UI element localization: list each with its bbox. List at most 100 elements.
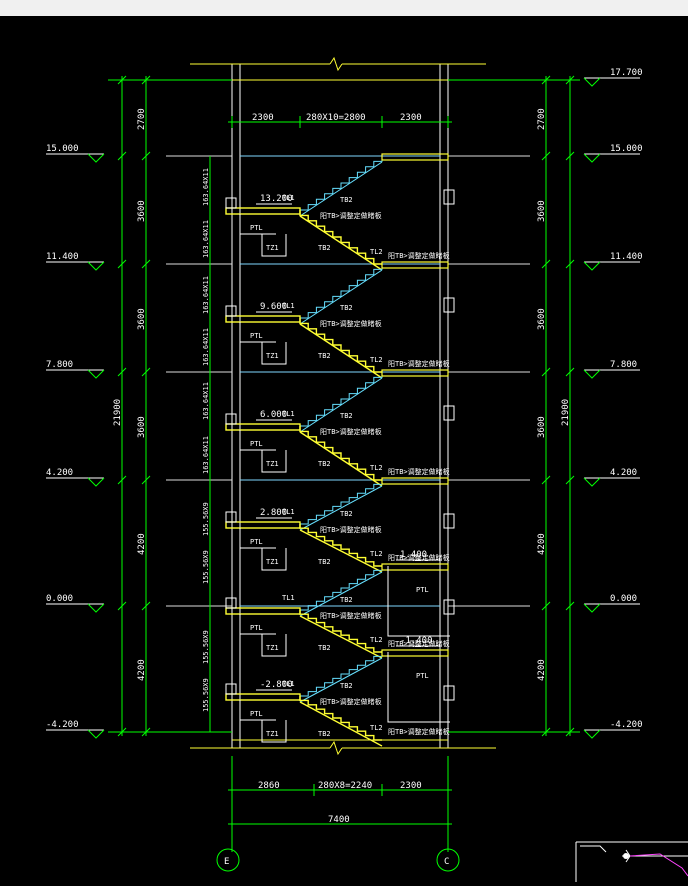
adjust-note-upper: 阳TB>调整定做睹板 <box>320 211 382 220</box>
landing-mark-3: 2.800 <box>256 508 292 519</box>
wall-hatch <box>443 405 455 421</box>
adjust-note-upper: 阳TB>调整定做睹板 <box>320 427 382 436</box>
landing-mark-0: 13.200 <box>256 194 293 205</box>
adjust-note-upper: 阳TB>调整定做睹板 <box>320 697 382 706</box>
tb-lower-label: TB2 <box>318 460 331 468</box>
adjust-note-upper: 阳TB>调整定做睹板 <box>320 319 382 328</box>
tick <box>117 475 127 485</box>
tb-lower-label: TB2 <box>318 730 331 738</box>
bottom-dim-1: 2860 <box>258 781 280 791</box>
level-right-text-2: 11.400 <box>610 252 643 262</box>
lower-run-soffit <box>299 323 383 379</box>
upper-run-steps <box>300 372 383 427</box>
level-left-text-5: -4.200 <box>46 720 79 730</box>
tb-upper-label: TB2 <box>340 412 353 420</box>
riser-note-2: 163.64X11 <box>202 276 210 314</box>
wall-hatch <box>443 685 455 701</box>
landing-mark-2: 6.000 <box>256 410 292 421</box>
level-right-text-6: -4.200 <box>610 720 643 730</box>
upper-run-steps <box>300 264 383 319</box>
landing-elev-0: 13.200 <box>260 194 293 204</box>
tb-upper-label: TB2 <box>340 510 353 518</box>
tb-lower-label: TB2 <box>318 644 331 652</box>
upper-run-steps <box>300 480 383 525</box>
tl1-label: TL1 <box>282 302 295 310</box>
vdim-left-4: 4200 <box>137 533 147 555</box>
adjust-note-lower: 阳TB>调整定做睹板 <box>388 639 450 648</box>
adjust-note-lower: 阳TB>调整定做睹板 <box>388 359 450 368</box>
right-landing-elev-1: -1.400 <box>400 636 433 646</box>
level-left-5: -4.200 <box>46 720 105 739</box>
tb-upper-label: TB2 <box>340 596 353 604</box>
adjust-note-lower: 阳TB>调整定做睹板 <box>388 251 450 260</box>
tz1-label: TZ1 <box>266 352 279 360</box>
tick <box>565 475 575 485</box>
tick <box>117 75 127 85</box>
tl1-label: TL1 <box>282 680 295 688</box>
riser-note-8: 155.56X9 <box>202 630 210 664</box>
wall-hatch <box>443 189 455 205</box>
lower-run-soffit <box>299 615 383 659</box>
wall-hatch <box>443 599 455 615</box>
landing-elev-3: 2.800 <box>260 508 287 518</box>
level-right-0: 17.700 <box>583 68 643 87</box>
adjust-note-upper: 阳TB>调整定做睹板 <box>320 525 382 534</box>
tick <box>117 601 127 611</box>
lower-run-soffit <box>299 215 383 271</box>
upper-run-soffit <box>299 269 383 325</box>
landing-mark-1: 9.600 <box>256 302 292 313</box>
tick <box>541 259 551 269</box>
level-right-text-0: 17.700 <box>610 68 643 78</box>
tb-upper-label: TB2 <box>340 304 353 312</box>
tick <box>141 259 151 269</box>
upper-run-soffit <box>299 485 383 531</box>
tl2-label: TL2 <box>370 636 383 644</box>
vdim-left-0: 2700 <box>137 108 147 130</box>
tz1-label: TZ1 <box>266 460 279 468</box>
tl1-label: TL1 <box>282 594 295 602</box>
floor-landing-slab <box>381 261 449 269</box>
detail-thumbnail <box>575 841 688 882</box>
lower-run-soffit <box>299 701 383 747</box>
level-left-4: 0.000 <box>46 594 105 613</box>
tick <box>565 75 575 85</box>
vdim-left-3: 3600 <box>137 416 147 438</box>
lower-run-steps <box>299 318 382 373</box>
overall-width: 7400 <box>328 815 350 825</box>
top-dim-1: 2300 <box>252 113 274 123</box>
mid-landing-slab <box>225 315 301 323</box>
tz1-column <box>261 342 287 365</box>
level-left-0: 15.000 <box>46 144 105 163</box>
tick <box>141 727 151 737</box>
mid-landing-slab <box>225 693 301 701</box>
lower-run-steps <box>299 210 382 265</box>
ptl-label: PTL <box>250 440 263 448</box>
ptl-beam <box>239 430 276 451</box>
level-left-text-1: 11.400 <box>46 252 79 262</box>
riser-note-4: 163.64X11 <box>202 382 210 420</box>
tick <box>117 151 127 161</box>
upper-run-soffit <box>299 161 383 217</box>
level-left-3: 4.200 <box>46 468 105 487</box>
tl2-label: TL2 <box>370 550 383 558</box>
wall-hatch <box>225 511 237 523</box>
lower-run-steps <box>299 524 382 567</box>
tick <box>541 75 551 85</box>
top-dim-3: 2300 <box>400 113 422 123</box>
floor-landing-slab <box>381 153 449 161</box>
ptl-label: PTL <box>250 624 263 632</box>
window-top-bar <box>0 0 688 16</box>
total-height-right: 21900 <box>561 399 571 426</box>
level-right-1: 15.000 <box>583 144 643 163</box>
tl2-label: TL2 <box>370 248 383 256</box>
tick <box>141 75 151 85</box>
mid-landing-slab <box>225 521 301 529</box>
floor-landing-slab <box>381 563 449 571</box>
tick <box>141 475 151 485</box>
